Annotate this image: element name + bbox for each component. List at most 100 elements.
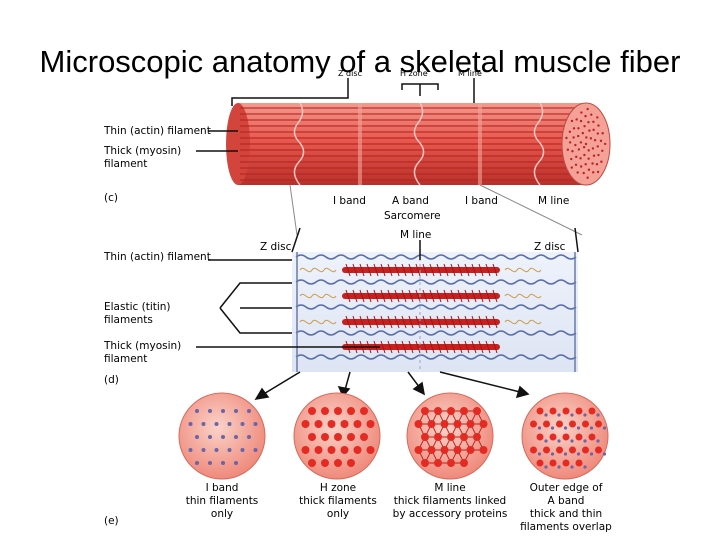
thick-filament-dot	[453, 446, 462, 454]
myosin-head	[443, 289, 449, 303]
thick-filament-dot	[421, 459, 429, 467]
thick-filament-dot	[321, 407, 329, 415]
thick-filament-dot	[327, 446, 336, 454]
thin-filament-dot	[195, 461, 199, 465]
end-dot	[577, 148, 581, 151]
thick-filament-dot	[582, 420, 589, 428]
thin-filament-dot	[544, 413, 548, 417]
z-disc-line	[413, 102, 425, 186]
end-dot	[565, 136, 568, 140]
myosin-head	[436, 315, 442, 329]
myosin-head	[408, 289, 414, 303]
thin-filament-dot	[188, 422, 193, 426]
end-dot	[570, 157, 573, 161]
myosin-head	[464, 315, 470, 329]
myosin-head	[492, 289, 498, 303]
thick-filament-dot	[414, 446, 423, 454]
myosin-head	[352, 315, 358, 329]
thick-filament-dot	[427, 420, 436, 428]
myosin-head	[429, 340, 435, 354]
thick-filament-dot	[366, 446, 375, 454]
actin-filament	[295, 279, 577, 285]
thick-filament-dot	[321, 433, 329, 441]
thin-filament-dot	[596, 413, 600, 417]
thin-filament-dot	[247, 409, 251, 413]
end-dot	[586, 107, 589, 111]
myosin-head	[485, 315, 491, 329]
thin-filament-dot	[201, 422, 206, 426]
thick-filament-dot	[440, 446, 449, 454]
titin-coil	[299, 267, 337, 273]
end-dot	[568, 130, 572, 133]
d-z-disc-right-label: Z disc	[534, 241, 566, 253]
titin-coil	[504, 319, 542, 325]
end-dot	[586, 176, 589, 179]
myosin-head	[436, 340, 442, 354]
thick-filament-dot	[466, 420, 475, 428]
myosin-head	[429, 263, 435, 277]
actin-filament	[295, 330, 577, 336]
end-dot	[596, 145, 599, 148]
thick-filament-dot	[440, 420, 449, 428]
myosin-head	[492, 263, 498, 277]
myosin-head	[394, 263, 400, 277]
thick-filament-dot	[536, 407, 544, 415]
thick-filament-dot	[360, 407, 368, 415]
myosin-head	[450, 263, 456, 277]
thin-filament-dot	[557, 465, 561, 469]
m-line-band	[358, 103, 362, 185]
thick-filament-dot	[562, 433, 570, 441]
actin-filament	[295, 354, 577, 360]
end-dot	[570, 119, 574, 123]
myosin-head	[443, 263, 449, 277]
sarcomere-panel	[292, 252, 578, 372]
myosin-head	[457, 315, 463, 329]
end-dot	[583, 153, 586, 157]
end-dot	[592, 154, 596, 157]
end-dot	[575, 155, 578, 159]
thick-filament-dot	[334, 407, 342, 415]
thick-filament-dot	[562, 407, 570, 415]
thick-filament-dot	[569, 420, 576, 428]
myosin-head	[380, 289, 386, 303]
myosin-filament	[342, 319, 500, 325]
myosin-head	[366, 289, 372, 303]
myosin-head	[471, 340, 477, 354]
thin-filament-dot	[253, 448, 258, 452]
end-dot	[601, 132, 604, 135]
cross-section-arrows	[254, 371, 530, 401]
thick-filament-dot	[334, 459, 342, 467]
thin-filament-dot	[221, 435, 225, 439]
thick-filament-dot	[588, 433, 596, 441]
thick-filament-dot	[427, 446, 436, 454]
end-dot	[582, 171, 585, 175]
end-dot	[599, 139, 603, 143]
end-dot	[589, 137, 593, 140]
myosin-head	[492, 315, 498, 329]
end-dot	[574, 143, 577, 147]
thick-filament-dot	[595, 446, 602, 454]
thin-filament-dot	[195, 409, 199, 413]
myosin-head	[387, 263, 393, 277]
end-dot	[581, 131, 585, 135]
myosin-head	[485, 340, 491, 354]
thin-filament-dot	[557, 439, 561, 443]
myosin-head	[422, 263, 428, 277]
myosin-head	[373, 315, 379, 329]
part-c-leaders	[196, 130, 238, 152]
thin-filament-dot	[188, 448, 193, 452]
thin-filament-dot	[208, 409, 212, 413]
thin-filament-dot	[221, 409, 225, 413]
end-dot	[597, 153, 600, 157]
myosin-head	[464, 340, 470, 354]
myosin-head	[387, 340, 393, 354]
top-h-zone-label: H zone	[400, 69, 428, 78]
myosin-head	[457, 340, 463, 354]
thick-filament-dot	[556, 446, 563, 454]
myosin-head	[443, 340, 449, 354]
thick-filament-dot	[582, 446, 589, 454]
myosin-head	[471, 289, 477, 303]
thick-filament-dot	[340, 446, 349, 454]
myosin-head	[345, 263, 351, 277]
